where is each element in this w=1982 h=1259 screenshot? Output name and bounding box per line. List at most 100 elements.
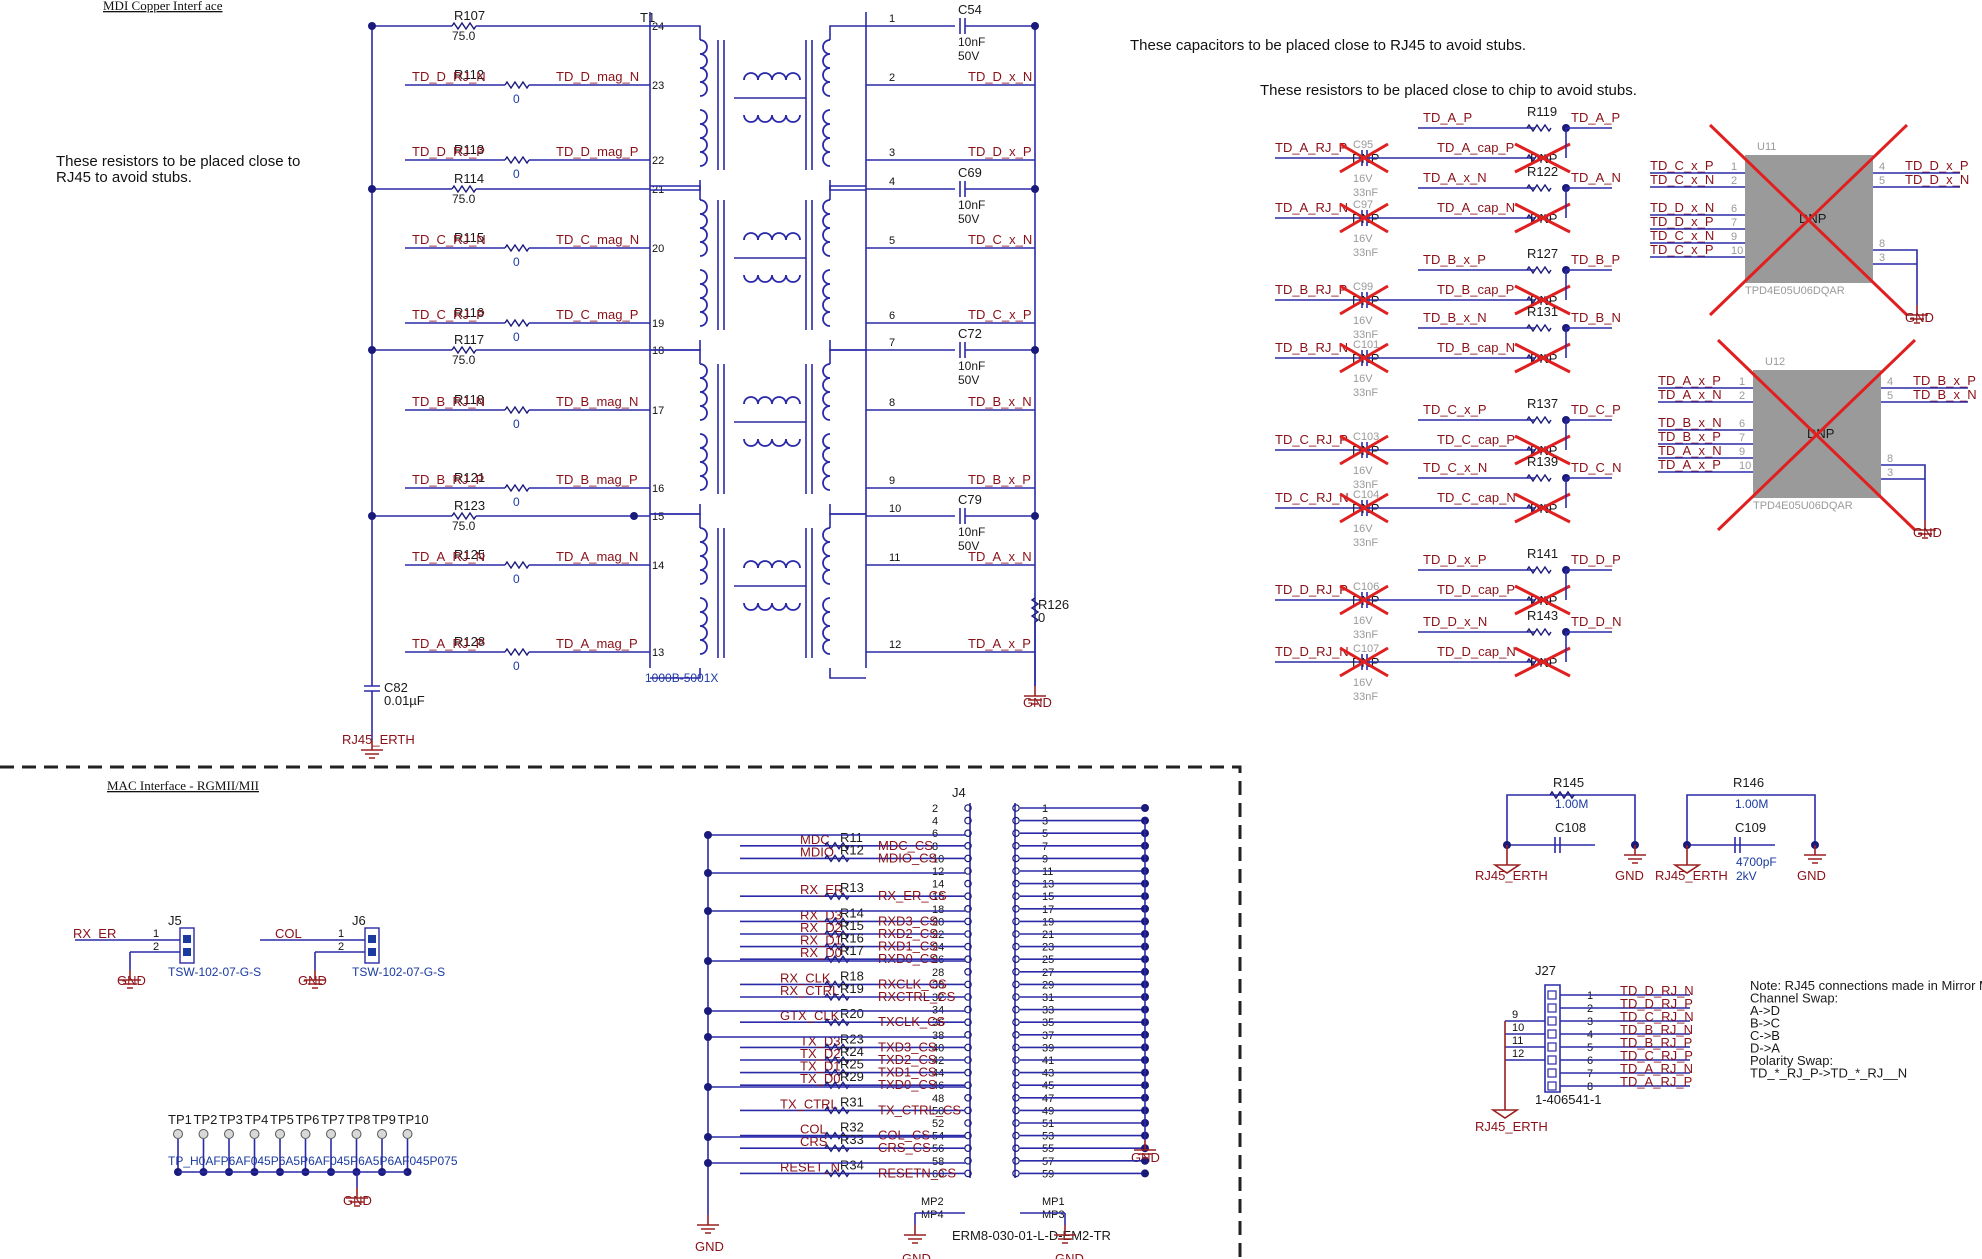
- c82-earth: [361, 740, 383, 759]
- j4-even-num: 50: [932, 1105, 944, 1117]
- dnp-capnet: TD_A_cap_P: [1437, 140, 1514, 155]
- j4-odd-pin: [1012, 1018, 1020, 1027]
- t1-cm-choke: [743, 72, 801, 81]
- dnp-capnet: TD_B_cap_N: [1437, 340, 1515, 355]
- dnp-res: [1526, 265, 1552, 275]
- dnp-res: [1526, 627, 1552, 637]
- dnp-rj-net: TD_A_RJ_N: [1275, 200, 1348, 215]
- t1-rj-net: TD_A_RJ_P: [412, 636, 484, 651]
- tvs-left-net: TD_A_x_P: [1658, 457, 1721, 472]
- tp-label: TP4: [245, 1112, 269, 1127]
- dnp-out-net: TD_B_N: [1571, 310, 1621, 325]
- tvs-part: TPD4E05U06DQAR: [1753, 500, 1853, 512]
- t1-core: [717, 528, 725, 658]
- tvs-left-pin: 7: [1739, 432, 1745, 444]
- j4-odd-pin: [1012, 854, 1020, 863]
- j4-odd-pin: [1012, 967, 1020, 976]
- j4-odd-pin: [1012, 879, 1020, 888]
- tvs-left-pin: 7: [1731, 217, 1737, 229]
- j4-signal-res: R13: [840, 880, 864, 895]
- j4-odd-num: 37: [1042, 1030, 1054, 1042]
- t1-primary-coil: [699, 199, 708, 257]
- j4-even-num: 10: [932, 853, 944, 865]
- j4-even-num: 52: [932, 1118, 944, 1130]
- j27-pin: [1547, 1068, 1557, 1078]
- t1-left-res-val: 0: [513, 330, 520, 344]
- j4-series-resistor: [824, 854, 850, 863]
- j4-signal-res: R33: [840, 1132, 864, 1147]
- j4-even-num: 22: [932, 929, 944, 941]
- j4-odd-pin: [1012, 829, 1020, 838]
- j4-odd-num: 19: [1042, 916, 1054, 928]
- j4-signal-net: CRS: [800, 1134, 828, 1149]
- dnp-x-net: TD_A_P: [1423, 110, 1472, 125]
- t1-left-res-ref: R114: [454, 171, 484, 186]
- t1-left-pin: 22: [652, 155, 664, 167]
- c82-ref: C82: [384, 680, 408, 695]
- t1-cap-voltage: 50V: [958, 49, 979, 63]
- tvs-left-net: TD_D_x_N: [1650, 200, 1714, 215]
- j4-even-num: 58: [932, 1156, 944, 1168]
- t1-primary-coil: [699, 109, 708, 167]
- j4-even-num: 36: [932, 1017, 944, 1029]
- col-label: COL: [275, 926, 302, 941]
- tp-label: TP1: [168, 1112, 192, 1127]
- j4-odd-num: 25: [1042, 954, 1054, 966]
- j27-body: [1544, 984, 1561, 1093]
- dnp-res-ref: R131: [1527, 304, 1558, 319]
- dnp-rj-net: TD_D_RJ_N: [1275, 644, 1349, 659]
- tvs-gnd-pin: 8: [1879, 238, 1885, 250]
- j27-pin: [1547, 1016, 1557, 1026]
- j4-series-resistor: [824, 1143, 850, 1153]
- t1-cm-choke: [743, 396, 801, 405]
- dnp-cap-cross: [1339, 142, 1389, 174]
- t1-left-pin: 14: [652, 560, 664, 572]
- t1-primary-coil: [699, 363, 708, 421]
- j4-odd-num: 59: [1042, 1168, 1054, 1180]
- t1-rj-net: TD_C_RJ_N: [412, 232, 486, 247]
- t1-left-res-ref: R118: [454, 392, 484, 407]
- j4-signal-cs: RXCLK_CS: [878, 976, 947, 991]
- j4-signal-net: RX_CLK: [780, 970, 831, 985]
- dnp-cap-value: 33nF: [1353, 537, 1378, 549]
- j4-series-resistor: [824, 1055, 850, 1065]
- j4-series-resistor: [824, 992, 850, 1002]
- t1-rj-net: TD_C_RJ_P: [412, 307, 485, 322]
- t1-outline: [649, 12, 867, 668]
- dnp-capnet: TD_B_cap_P: [1437, 282, 1514, 297]
- tp-pad: [351, 1129, 362, 1139]
- j4-signal-cs: RXCTRL_CS: [878, 989, 956, 1004]
- r126-ref: R126: [1038, 597, 1069, 612]
- t1-rj-net: TD_A_RJ_N: [412, 549, 485, 564]
- gnd-mdi: GND: [1023, 695, 1052, 710]
- t1-cap-ref: C54: [958, 2, 982, 17]
- dnp-res: [1526, 473, 1552, 483]
- j27-pin-num: 8: [1587, 1081, 1593, 1093]
- earth-wire: [1686, 794, 1816, 846]
- t1-left-res-ref: R125: [454, 547, 485, 562]
- j4-series-resistor: [824, 917, 850, 926]
- j4-signal-cs: RXD0_CS: [878, 951, 938, 966]
- t1-cm-choke: [743, 602, 801, 611]
- t1-winding-leads: [650, 25, 866, 191]
- t1-termination-resistor: [451, 21, 477, 31]
- j5-body: [179, 927, 195, 964]
- tp-label: TP2: [194, 1112, 218, 1127]
- dnp-cap-ref: C104: [1353, 489, 1379, 501]
- j4-odd-pin: [1012, 955, 1020, 964]
- t1-cap-val: 10nF: [958, 359, 985, 373]
- tvs-gnd-label: GND: [1905, 310, 1934, 325]
- mp2-label: MP2: [921, 1196, 944, 1208]
- dnp-cap-cross: [1339, 202, 1389, 234]
- t1-right-pin: 12: [889, 639, 901, 651]
- t1-cap-ref: C79: [958, 492, 982, 507]
- j5-pin1: [183, 935, 191, 943]
- j4-series-resistor: [824, 1169, 850, 1178]
- j4-odd-num: 31: [1042, 992, 1054, 1004]
- j27-pin: [1547, 990, 1557, 1000]
- dnp-cap-value: 33nF: [1353, 479, 1378, 491]
- t1-primary-coil: [699, 433, 708, 491]
- t1-left-pin: 20: [652, 243, 664, 255]
- j27-pin-net: TD_A_RJ_N: [1620, 1061, 1693, 1076]
- earth-symbol: [1672, 845, 1702, 874]
